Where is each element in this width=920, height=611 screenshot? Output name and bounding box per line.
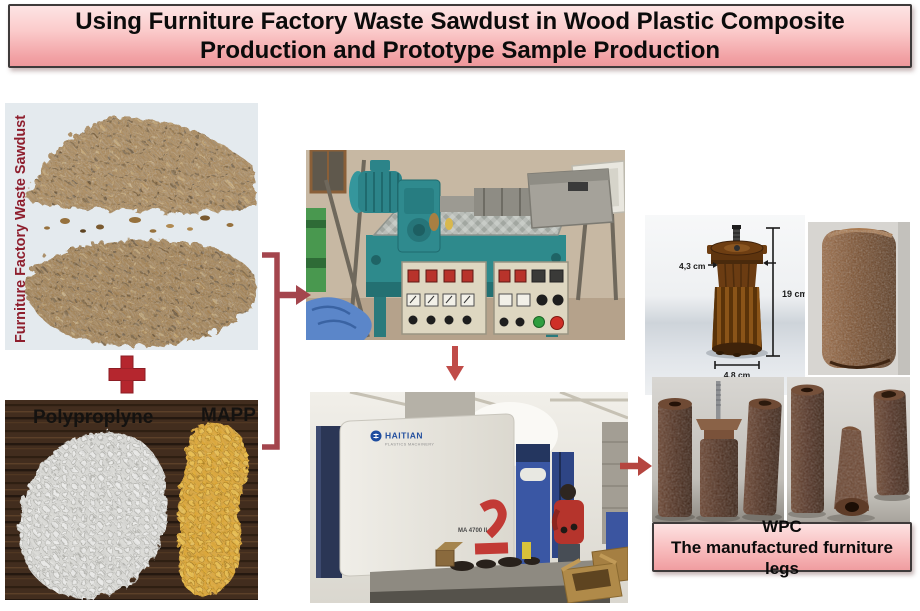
red-2-decal (474, 499, 509, 555)
plus-icon (108, 355, 146, 394)
green-button (533, 316, 545, 328)
small-box (435, 542, 463, 567)
red-stop-button (550, 316, 564, 330)
work-platform (370, 560, 610, 603)
panel-knobs (408, 315, 472, 325)
dimension-bottom-width: 4,8 cm (714, 361, 760, 380)
dimension-height: 19 cm (766, 227, 805, 357)
dimension-height-label: 19 cm (782, 289, 805, 299)
extruder-machine-photo (306, 150, 625, 340)
haitian-logo: HAITIAN PLASTICS MACHINERY (370, 430, 434, 447)
brass-die-parts (429, 213, 453, 231)
dimension-bottom-width-label: 4,8 cm (724, 370, 751, 380)
sawdust-piles (24, 114, 254, 344)
brand-text: HAITIAN (385, 431, 423, 441)
dimension-top-width: 4,3 cm (679, 260, 776, 271)
page-title: Using Furniture Factory Waste Sawdust in… (75, 8, 845, 64)
hopper-cover-box (527, 168, 614, 229)
polypropylene-label: Polyproplyne (33, 407, 153, 428)
leg-leaning (834, 426, 869, 516)
flow-bracket (262, 252, 280, 450)
down-arrow-icon (446, 346, 464, 381)
mapp-pile (176, 421, 246, 594)
leg-tilted (743, 398, 782, 516)
model-text: MA 4700 II (458, 528, 487, 534)
injection-molding-machine-photo: HAITIAN PLASTICS MACHINERY MA 4700 II (310, 392, 628, 603)
control-panel-right (493, 261, 569, 335)
leg-with-bolt (696, 381, 742, 517)
background-machine-green (306, 208, 326, 292)
shadow (827, 514, 875, 522)
leg-standing-left (791, 384, 824, 513)
cad-leg (707, 225, 767, 357)
blue-tarp (306, 297, 372, 340)
column-highlight (316, 426, 321, 578)
dimension-top-width-label: 4,3 cm (679, 261, 706, 271)
photo-shadow-edge (898, 222, 910, 375)
wpc-subtitle: The manufactured furniture legs (671, 537, 893, 578)
leg-plain (658, 398, 692, 517)
wpc-title: WPC (762, 516, 802, 536)
polymer-pellets-photo: Polyproplyne MAPP (5, 400, 258, 600)
brand-subtext: PLASTICS MACHINERY (385, 443, 434, 447)
leg-standing-right (873, 389, 909, 496)
wpc-cylinder-photo (808, 222, 910, 375)
machine-top-frame (405, 392, 475, 420)
title-banner: Using Furniture Factory Waste Sawdust in… (8, 4, 912, 68)
molded-parts (450, 557, 540, 571)
wpc-cylinder (822, 228, 896, 369)
furniture-legs-photo-right (787, 377, 910, 522)
yellow-canister (522, 542, 531, 559)
control-panel-left (401, 261, 487, 335)
extruder-motor (349, 160, 402, 213)
sawdust-label: Furniture Factory Waste Sawdust (12, 115, 29, 343)
cardboard-boxes (561, 546, 628, 603)
worker (551, 484, 584, 570)
extruder-barrel (440, 188, 532, 216)
wpc-result-label: WPC The manufactured furniture legs (652, 517, 912, 578)
extruder-gearbox (397, 179, 441, 253)
panel-gauges (406, 293, 475, 307)
cad-leg-drawing: 4,3 cm 19 cm 4,8 cm (645, 215, 805, 395)
sawdust-crumbs (44, 215, 234, 233)
indicator-lights (407, 269, 474, 283)
polypropylene-pile (16, 429, 166, 597)
furniture-legs-photo-left (652, 377, 784, 522)
sawdust-photo: Furniture Factory Waste Sawdust (5, 103, 258, 350)
mapp-label: MAPP (201, 405, 256, 426)
